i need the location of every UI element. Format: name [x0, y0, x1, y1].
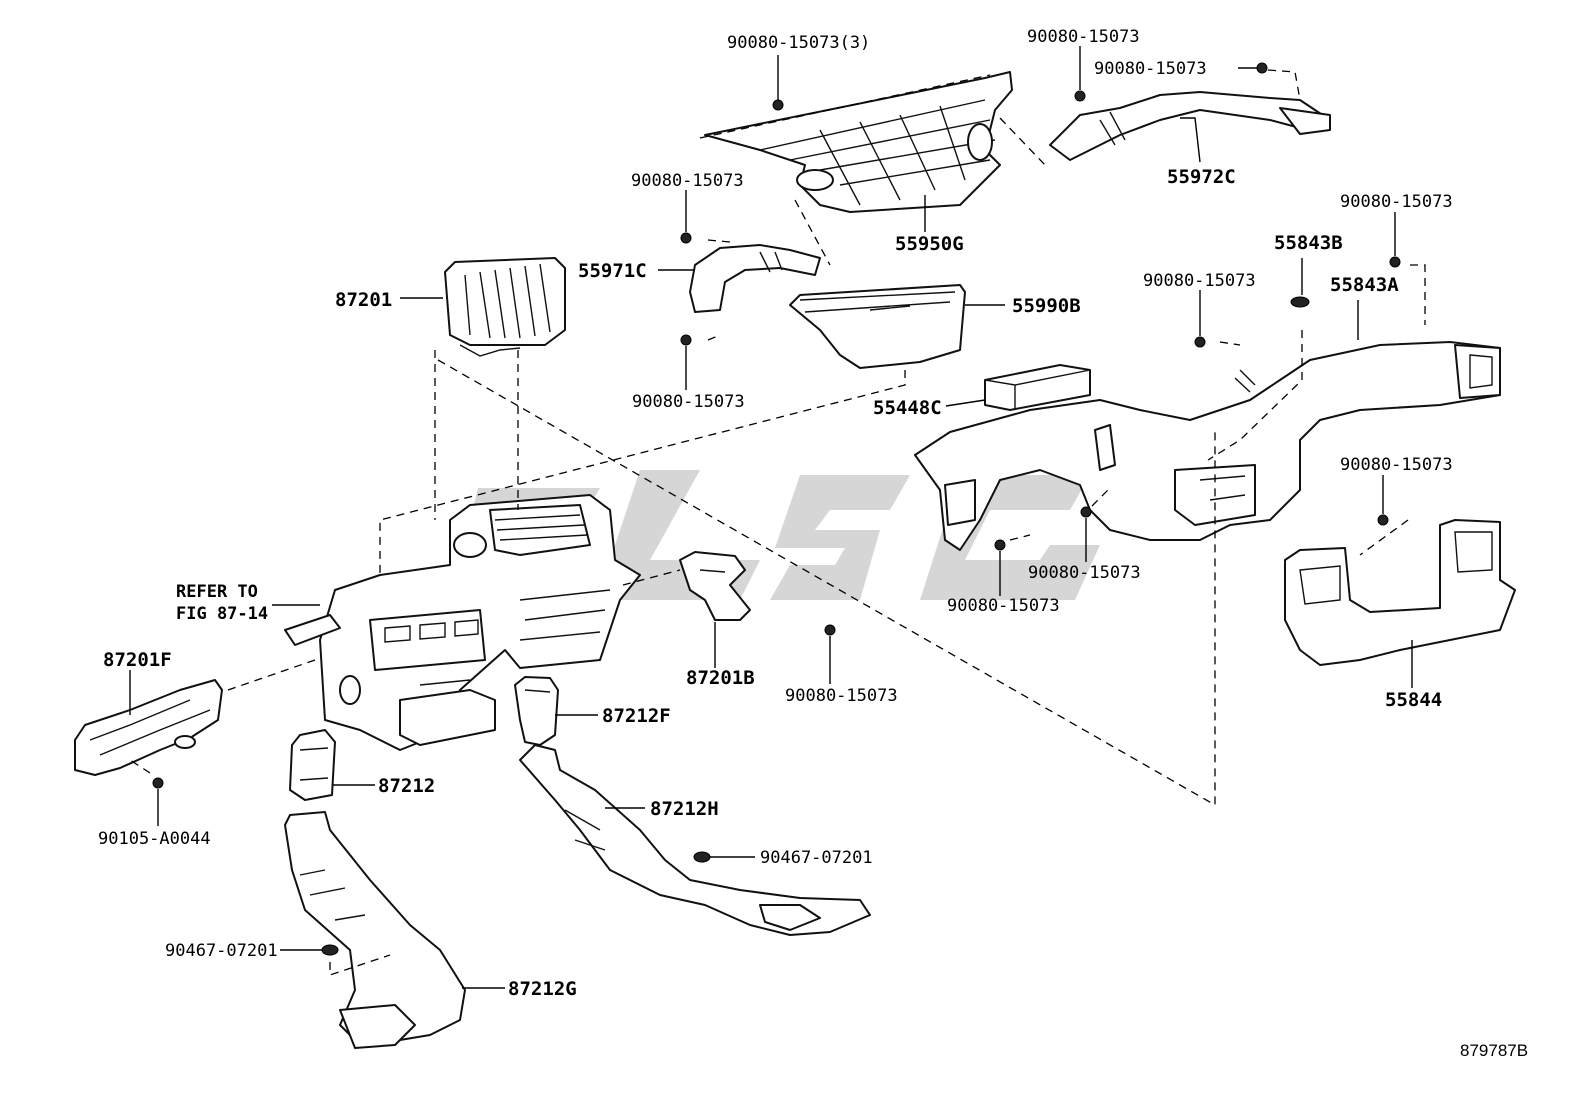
clip-icon	[1290, 296, 1310, 308]
fastener-bolts	[152, 62, 1401, 956]
label-87212F: 87212F	[602, 705, 671, 727]
part-55448C-pad	[984, 364, 1091, 411]
label-fig-ref: FIG 87-14	[176, 604, 268, 624]
label-90080-15073-3: 90080-15073(3)	[727, 33, 870, 53]
part-87212H-rear-duct	[519, 744, 871, 936]
label-refer-to: REFER TO	[176, 582, 258, 602]
bolt-icon	[772, 99, 784, 111]
part-55950G-defroster-nozzle	[704, 71, 1013, 213]
label-87212: 87212	[378, 775, 435, 797]
label-55971C: 55971C	[578, 260, 647, 282]
part-55990B-tray	[789, 284, 966, 369]
label-55448C: 55448C	[873, 397, 942, 419]
part-87212-duct	[289, 729, 336, 801]
label-55972C: 55972C	[1167, 166, 1236, 188]
part-55972C-side-duct	[1049, 91, 1331, 161]
part-labels: 90080-15073(3) 90080-15073 90080-15073 5…	[98, 27, 1528, 1060]
bolt-icon	[152, 777, 164, 789]
part-87201F-duct	[74, 679, 223, 776]
label-90105-A0044: 90105-A0044	[98, 829, 211, 849]
label-90080-15073: 90080-15073	[1094, 59, 1207, 79]
bolt-icon	[1074, 90, 1086, 102]
leader-lines	[129, 46, 1413, 989]
label-90080-15073: 90080-15073	[632, 392, 745, 412]
label-90467-07201: 90467-07201	[760, 848, 873, 868]
label-87201F: 87201F	[103, 649, 172, 671]
part-55844-rear-duct	[1284, 519, 1516, 666]
part-87212F-duct	[514, 676, 559, 746]
bolt-icon	[1194, 336, 1206, 348]
part-87201B-duct	[679, 551, 751, 621]
label-90467-07201: 90467-07201	[165, 941, 278, 961]
label-90080-15073: 90080-15073	[1340, 455, 1453, 475]
clip-icon	[321, 944, 339, 956]
part-55843A-register-duct	[914, 341, 1501, 551]
label-55844: 55844	[1385, 689, 1442, 711]
bolt-icon	[1256, 62, 1268, 74]
bolt-icon	[824, 624, 836, 636]
label-55950G: 55950G	[895, 233, 964, 255]
figure-reference-number: 879787B	[1460, 1041, 1528, 1060]
label-55843A: 55843A	[1330, 274, 1399, 296]
label-87212G: 87212G	[508, 978, 577, 1000]
bolt-icon	[680, 232, 692, 244]
bolt-icon	[1377, 514, 1389, 526]
label-90080-15073: 90080-15073	[947, 596, 1060, 616]
part-55971C-duct	[689, 244, 821, 313]
label-90080-15073: 90080-15073	[1027, 27, 1140, 47]
label-87201: 87201	[335, 289, 392, 311]
label-87212H: 87212H	[650, 798, 719, 820]
part-87212G-rear-duct	[284, 811, 466, 1049]
label-90080-15073: 90080-15073	[1340, 192, 1453, 212]
label-90080-15073: 90080-15073	[1028, 563, 1141, 583]
part-87201-filter-cover	[444, 257, 566, 357]
bolt-icon	[1389, 256, 1401, 268]
clip-icon	[693, 851, 711, 863]
label-90080-15073: 90080-15073	[785, 686, 898, 706]
label-55843B: 55843B	[1274, 232, 1343, 254]
bolt-icon	[1080, 506, 1092, 518]
label-90080-15073: 90080-15073	[1143, 271, 1256, 291]
label-90080-15073: 90080-15073	[631, 171, 744, 191]
label-55990B: 55990B	[1012, 295, 1081, 317]
bolt-icon	[994, 539, 1006, 551]
part-heater-unit	[284, 494, 641, 751]
assembly-dashed-lines	[129, 69, 1426, 976]
label-87201B: 87201B	[686, 667, 755, 689]
bolt-icon	[680, 334, 692, 346]
